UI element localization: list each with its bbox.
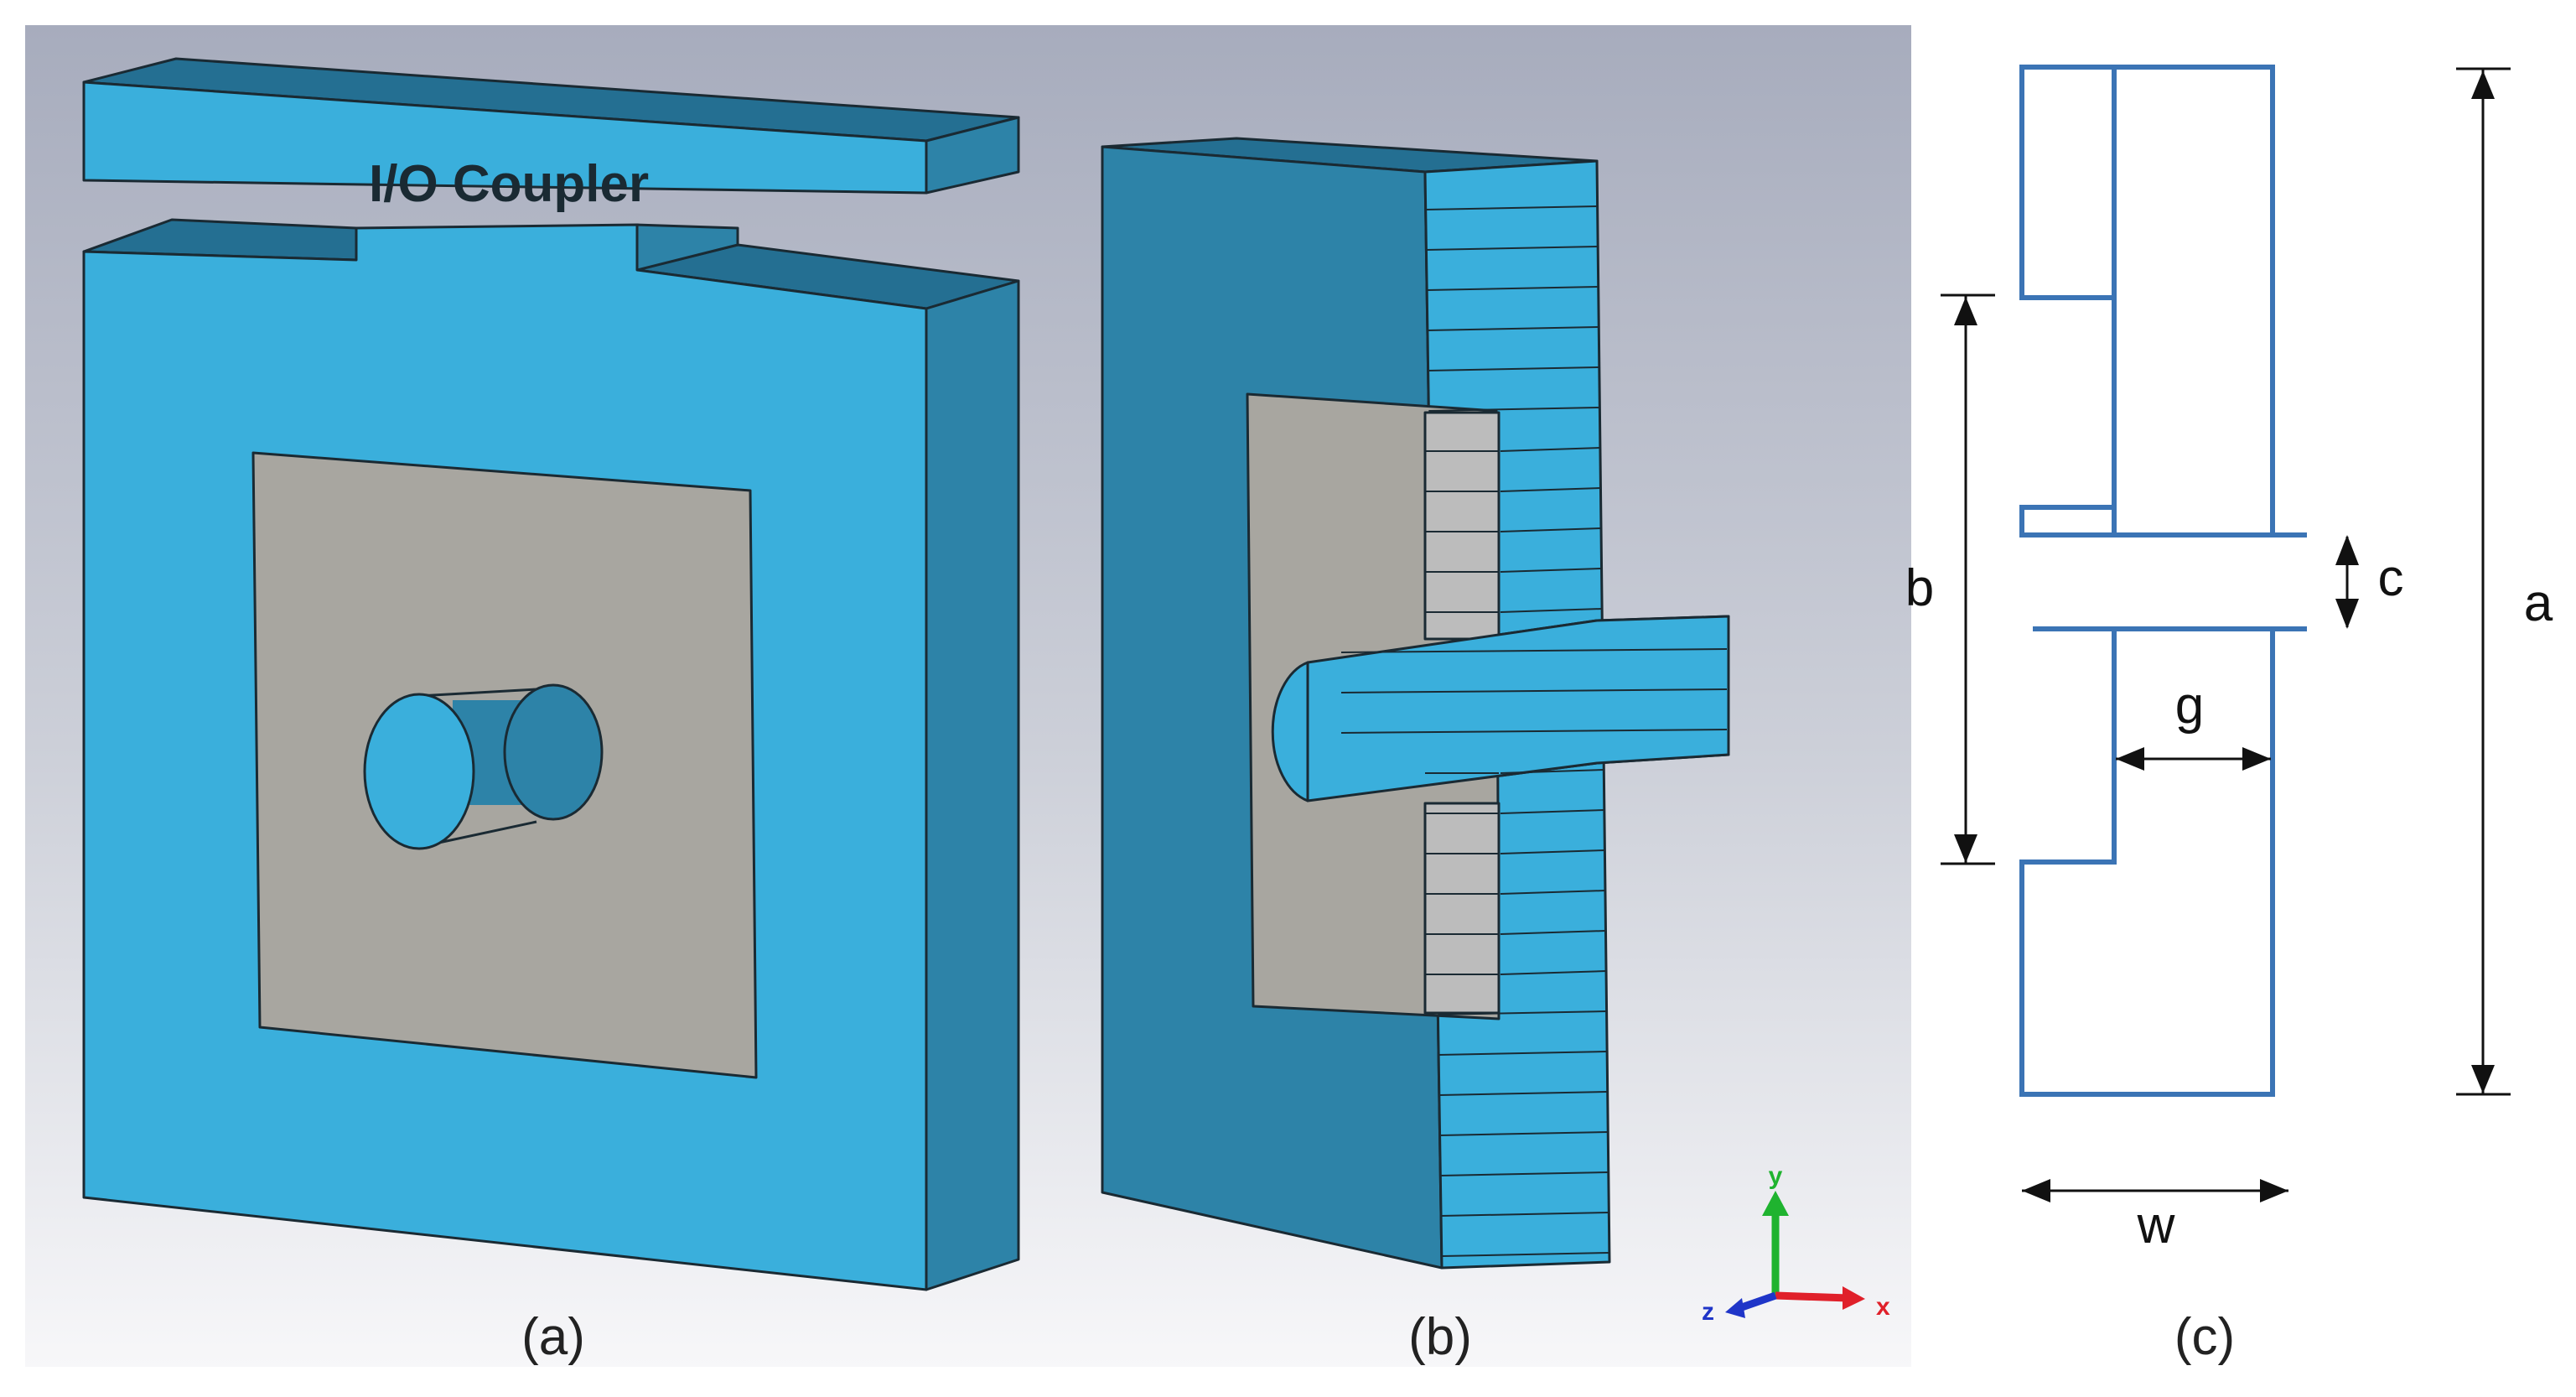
hatch-line — [1340, 688, 1728, 693]
dim-b-label: b — [1905, 559, 1934, 617]
hatch-line — [1438, 1051, 1608, 1056]
hatch-line — [1426, 246, 1599, 251]
dim-w-label: w — [2137, 1197, 2175, 1254]
dim-g-label: g — [2175, 677, 2204, 735]
axis-x-label: x — [1876, 1293, 1890, 1321]
dim-g-arrow-left — [2116, 747, 2144, 771]
hatch-line — [1438, 1091, 1608, 1096]
caption-c: (c) — [2174, 1308, 2235, 1366]
post-top-edge — [418, 688, 537, 698]
hatch-line — [1500, 608, 1603, 613]
hatch-line — [1439, 1131, 1609, 1136]
dim-c-arrow-bottom — [2335, 599, 2359, 629]
coupler-label: I/O Coupler — [369, 155, 649, 213]
dim-b-arrow-top — [1954, 297, 1977, 325]
axis-x-arrowhead — [1843, 1286, 1865, 1310]
dim-a-arrow-top — [2471, 70, 2495, 99]
post-round-end — [1271, 661, 1309, 802]
hatch-line — [1500, 769, 1604, 774]
axis-z-arrowhead — [1725, 1298, 1745, 1318]
coupler-bar-side-face — [925, 116, 1020, 195]
hatch-line — [1500, 970, 1607, 975]
post-front-cap — [363, 693, 475, 850]
outline-lower — [2019, 629, 2275, 1097]
dim-g-arrow-right — [2242, 747, 2271, 771]
hatch-line — [1440, 1171, 1609, 1176]
block-side-face — [925, 279, 1020, 1291]
panel-b — [1101, 137, 1730, 1270]
dim-w-arrow-left — [2022, 1179, 2050, 1202]
axis-y-arrowhead — [1762, 1191, 1789, 1216]
hatch-line — [1441, 1212, 1609, 1217]
outline-upper-left — [2019, 65, 2117, 535]
dim-w-arrow-right — [2260, 1179, 2288, 1202]
caption-b: (b) — [1408, 1308, 1472, 1366]
hatch-line — [1500, 930, 1606, 935]
panel-c — [2019, 65, 2307, 1097]
post-back-cap — [503, 683, 604, 821]
hatch-line — [1427, 326, 1599, 331]
axis-y-label: y — [1769, 1162, 1783, 1190]
hatch-line — [1500, 487, 1601, 492]
hatch-line — [1500, 447, 1600, 452]
dim-a-label: a — [2524, 574, 2553, 632]
axes-triad: y x z — [1702, 1162, 1890, 1326]
hatch-line — [1428, 366, 1599, 371]
cavity-cut-upper — [1423, 411, 1501, 641]
cross-section-hatch — [1340, 205, 1728, 1257]
axis-x-line — [1775, 1291, 1849, 1302]
panel-a — [82, 57, 1020, 1291]
axis-z-line — [1738, 1291, 1777, 1312]
hatch-line — [1500, 809, 1604, 814]
dim-c-arrow-top — [2335, 535, 2359, 565]
dimensions — [1941, 67, 2511, 1202]
hatch-line — [1340, 729, 1728, 734]
caption-a: (a) — [521, 1308, 585, 1366]
outline-upper — [2019, 65, 2275, 538]
dim-c-label: c — [2378, 549, 2404, 607]
hatch-line — [1500, 849, 1605, 854]
hatch-line — [1500, 890, 1606, 895]
hatch-line — [1441, 1252, 1609, 1257]
hatch-line — [1425, 205, 1598, 210]
hatch-line — [1340, 648, 1728, 653]
dim-a-arrow-bottom — [2471, 1065, 2495, 1093]
cavity-cut-lower — [1423, 802, 1501, 1015]
hatch-line — [1427, 286, 1599, 291]
hatch-line — [1428, 407, 1600, 412]
hatch-line — [1500, 568, 1602, 573]
dim-b-arrow-bottom — [1954, 834, 1977, 863]
hatch-line — [1438, 1010, 1607, 1015]
axis-z-label: z — [1702, 1298, 1714, 1326]
hatch-line — [1500, 527, 1602, 532]
